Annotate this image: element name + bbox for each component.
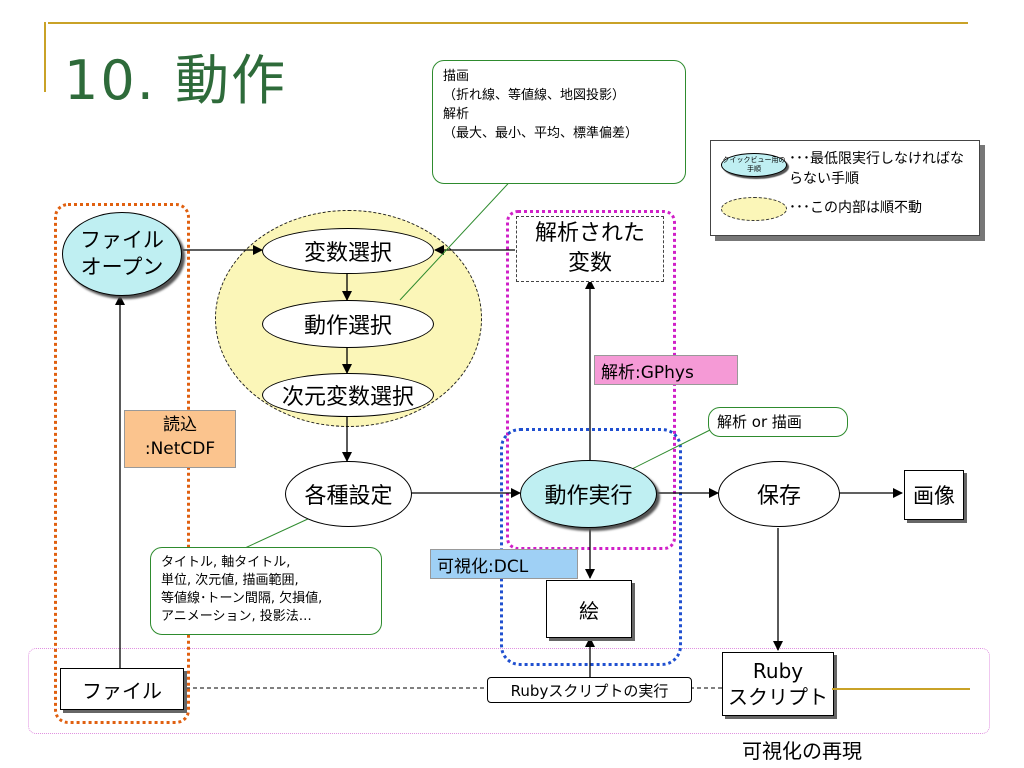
ruby-exec-label: Rubyスクリプトの実行 [487,677,692,703]
action-exec-node: 動作実行 [520,460,657,528]
visualize-group-box [500,428,682,666]
picture-doc: 絵 [546,580,632,638]
slide-title: 10. 動作 [64,49,288,112]
visualize-dcl-tag: 可視化:DCL [430,549,578,579]
bottom-rule-right [832,688,970,690]
analyzed-variable-node: 解析された 変数 [516,216,664,282]
legend-yellow-icon [721,197,787,221]
variable-select-node: 変数選択 [262,228,434,274]
analysis-or-draw-callout: 解析 or 描画 [708,407,848,437]
analysis-gphys-tag: 解析:GPhys [594,355,738,385]
left-rule [44,22,46,92]
settings-detail-callout: タイトル, 軸タイトル, 単位, 次元値, 描画範囲, 等値線･トーン間隔, 欠… [150,547,382,635]
reproduce-caption: 可視化の再現 [742,739,862,763]
ruby-script-doc: Ruby スクリプト [722,652,834,716]
draw-analysis-callout: 描画 （折れ線、等値線、地図投影） 解析 （最大、最小、平均、標準偏差） [432,60,686,184]
legend-minimum-text: ･･･最低限実行しなければならない手順 [789,151,964,187]
image-doc: 画像 [904,470,964,520]
action-select-node: 動作選択 [262,300,434,348]
settings-node: 各種設定 [285,461,412,527]
legend-order-text: ･･･この内部は順不動 [789,200,922,216]
legend: クイックビュー用の手順 ･･･最低限実行しなければならない手順 ･･･この内部は… [710,140,980,236]
top-rule [48,22,968,24]
file-doc: ファイル [60,668,184,710]
legend-cyan-icon: クイックビュー用の手順 [721,153,787,177]
read-netcdf-tag: 読込 :NetCDF [124,410,236,468]
dim-select-node: 次元変数選択 [262,373,434,417]
save-node: 保存 [718,461,840,527]
file-open-node: ファイル オープン [62,212,182,296]
